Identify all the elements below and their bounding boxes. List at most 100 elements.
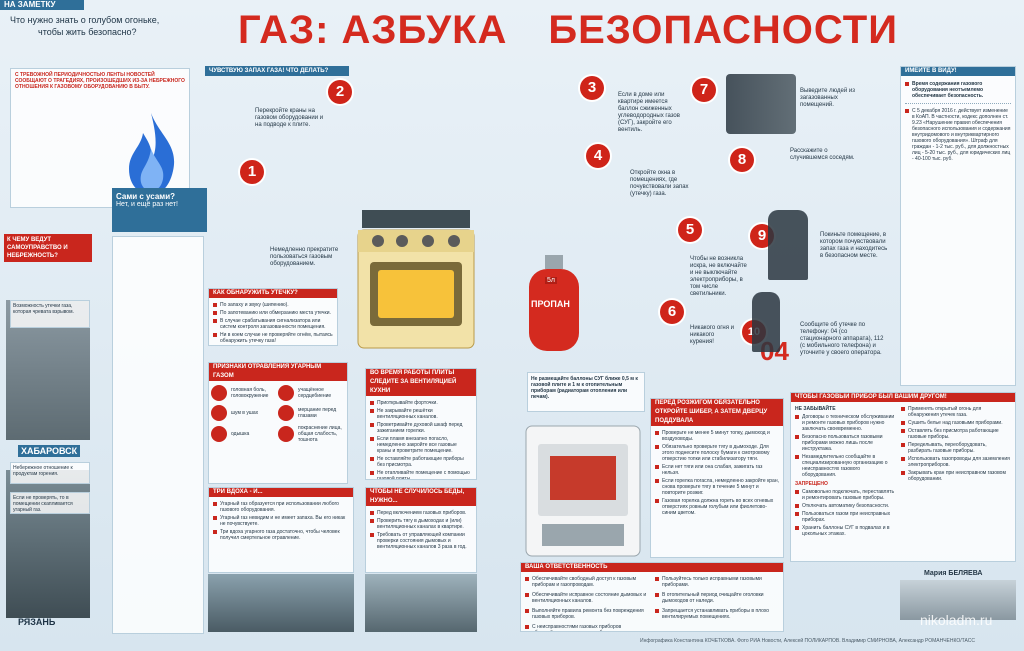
- chat-line1: Сами с усами?: [116, 192, 176, 201]
- lungs-icon: [211, 426, 227, 442]
- boiler-illustration: [520, 420, 646, 560]
- left-note-1: Возможность утечки газа, которая чревата…: [10, 300, 90, 328]
- left-intro-text: С ТРЕВОЖНОЙ ПЕРИОДИЧНОСТЬЮ ЛЕНТЫ НОВОСТЕ…: [15, 72, 185, 90]
- left-note-3: Если не проверять, то в помещении скапли…: [10, 492, 90, 514]
- rule-item-4: Переделывать, переоборудовать, разбирать…: [901, 442, 1011, 454]
- left-note-2: Небережное отношение к продуктам горения…: [10, 462, 90, 484]
- author-name: Мария БЕЛЯЕВА: [924, 570, 983, 577]
- kitchen-item-3: Проветривайте духовой шкаф перед зажиган…: [370, 422, 472, 434]
- forget-header: НЕ ЗАБЫВАЙТЕ: [795, 406, 836, 412]
- symptom-2: учащённое сердцебиение: [278, 385, 345, 401]
- forbid-item-3: Пользоваться газом при неисправных прибо…: [795, 511, 895, 523]
- chat-banner: Сами с усами? Нет, и ещё раз нет!: [112, 188, 207, 232]
- resp-item-7: С неисправностями газовых приборов обращ…: [525, 624, 649, 631]
- three-breaths-panel: ТРИ ВДОХА - И... Угарный газ образуется …: [208, 487, 354, 573]
- leak-item-3: В случае срабатывания сигнализатора или …: [213, 318, 333, 330]
- heart-icon: [278, 385, 294, 401]
- left-text-column: [112, 236, 204, 634]
- propane-cylinder: 5л ПРОПАН: [525, 255, 583, 353]
- step-text-7: Выведите людей из загазованных помещений…: [800, 88, 856, 108]
- rule-item-2: Сушить белье над газовыми приборами.: [901, 420, 1011, 426]
- face-icon: [278, 426, 294, 442]
- worker-photo: [365, 574, 477, 632]
- rule-item-5: Использовать газопроводы для заземления …: [901, 456, 1011, 468]
- friends-panel: ЧТОБЫ ГАЗОВЫЙ ПРИБОР БЫЛ ВАШИМ ДРУГОМ! Н…: [790, 392, 1016, 562]
- left-note-2-text: Небережное отношение к продуктам горения…: [13, 465, 73, 477]
- symptom-1: головная боль, головокружение: [211, 385, 278, 401]
- question-line1: Что нужно знать о голубом огоньке,: [10, 15, 160, 25]
- know-header: ИМЕЙТЕ В ВИДУ!: [901, 67, 1015, 76]
- three-item-1: Угарный газ образуется при использовании…: [213, 501, 349, 513]
- forbid-item-1: Самовольно подключать, переставлять и ре…: [795, 489, 895, 501]
- kitchen-item-6: Не отапливайте помещение с помощью газов…: [370, 470, 472, 479]
- step-number-8: 8: [730, 148, 754, 172]
- kitchen-item-2: Не закрывайте решётки вентиляционных кан…: [370, 408, 472, 420]
- step-text-5: Чтобы не возникла искра, не включайте и …: [690, 256, 747, 297]
- balloon-note: Не размещайте баллоны СУГ ближе 0,5 м к …: [527, 372, 645, 412]
- leak-item-1: По запаху и звуку (шипению).: [213, 302, 333, 308]
- three-item-3: Три вдоха угарного газа достаточно, чтоб…: [213, 529, 349, 541]
- symptom-5: одышка: [211, 425, 278, 443]
- symptom-3: шум в ушах: [211, 405, 278, 421]
- page-title: ГАЗ: АЗБУКА БЕЗОПАСНОСТИ: [238, 4, 898, 56]
- flame-icon: [119, 109, 183, 199]
- rescue-photo: [208, 574, 354, 632]
- step-number-5: 5: [678, 218, 702, 242]
- step-number-2: 2: [328, 80, 352, 104]
- title-right: БЕЗОПАСНОСТИ: [548, 8, 898, 52]
- tag-na-zametku: НА ЗАМЕТКУ: [0, 0, 84, 10]
- step-number-3: 3: [580, 76, 604, 100]
- resp-item-5: В отопительный период очищайте оголовки …: [655, 592, 779, 604]
- resp-item-4: Пользуйтесь только исправными газовыми п…: [655, 576, 779, 588]
- question-line2: чтобы жить безопасно?: [38, 27, 137, 37]
- footer-credits: Инфографика Константина КОЧЕТКОВА. Фото …: [640, 638, 975, 644]
- know-item-1: Время содержания газового оборудования н…: [905, 81, 1011, 99]
- smell-banner-text: ЧУВСТВУЮ ЗАПАХ ГАЗА! ЧТО ДЕЛАТЬ?: [209, 68, 329, 74]
- trouble-panel: ЧТОБЫ НЕ СЛУЧИЛОСЬ БЕДЫ, НУЖНО... Перед …: [365, 487, 477, 573]
- people-silhouettes: [726, 74, 796, 134]
- step-number-4: 4: [586, 144, 610, 168]
- left-who-header: К ЧЕМУ ВЕДУТ САМОУПРАВСТВО И НЕБРЕЖНОСТЬ…: [4, 234, 92, 262]
- eye-icon: [278, 405, 294, 421]
- left-note-1-text: Возможность утечки газа, которая чревата…: [13, 303, 74, 315]
- headache-icon: [211, 385, 227, 401]
- trouble-item-1: Перед включением газовых приборов.: [370, 510, 472, 516]
- boiler-item-2: Обязательно проверьте тягу в дымоходе. Д…: [655, 444, 779, 462]
- city-label-1-text: ХАБАРОВСК: [21, 446, 78, 456]
- watermark: nikoladm.ru: [920, 612, 993, 628]
- city-label-2-text: РЯЗАНЬ: [18, 617, 56, 627]
- rule-item-3: Оставлять без присмотра работающие газов…: [901, 428, 1011, 440]
- tag-text: НА ЗАМЕТКУ: [4, 0, 56, 9]
- person-silhouette-2: [752, 292, 780, 352]
- city-label-1: ХАБАРОВСК: [18, 445, 81, 457]
- trouble-header: ЧТОБЫ НЕ СЛУЧИЛОСЬ БЕДЫ, НУЖНО...: [366, 488, 476, 506]
- forbid-item-4: Хранить баллоны СУГ в подвалах и в цокол…: [795, 525, 895, 537]
- step-text-4: Откройте окна в помещениях, где почувств…: [630, 170, 689, 197]
- rule-item-1: Применять открытый огонь для обнаружения…: [901, 406, 1011, 418]
- responsibility-header: ВАША ОТВЕТСТВЕННОСТЬ: [521, 563, 783, 572]
- leak-item-4: Ни в коем случае не проверяйте огнём, пы…: [213, 332, 333, 344]
- ear-icon: [211, 405, 227, 421]
- step-text-2: Перекройте краны на газовом оборудовании…: [255, 108, 324, 128]
- forget-item-2: Безопасно пользоваться газовыми приборам…: [795, 434, 895, 452]
- trouble-item-2: Проверить тягу в дымоходах и (или) венти…: [370, 518, 472, 530]
- smell-banner: ЧУВСТВУЮ ЗАПАХ ГАЗА! ЧТО ДЕЛАТЬ?: [205, 66, 349, 76]
- forbid-item-2: Отключать автоматику безопасности.: [795, 503, 895, 509]
- kitchen-item-1: Приоткрывайте форточки.: [370, 400, 472, 406]
- question: Что нужно знать о голубом огоньке, чтобы…: [10, 14, 190, 38]
- forget-item-3: Незамедлительно сообщайте в специализиро…: [795, 454, 895, 478]
- step-text-10: Сообщите об утечке по телефону: 04 (со с…: [800, 322, 884, 356]
- kitchen-panel: ВО ВРЕМЯ РАБОТЫ ПЛИТЫ СЛЕДИТЕ ЗА ВЕНТИЛЯ…: [365, 368, 477, 480]
- step-number-1: 1: [240, 160, 264, 184]
- rule-item-6: Закрывать кран при неисправном газовом о…: [901, 470, 1011, 482]
- kitchen-item-5: Не оставляйте работающие приборы без при…: [370, 456, 472, 468]
- propane-size: 5л: [545, 277, 557, 284]
- boiler-panel: ПЕРЕД РОЗЖИГОМ ОБЯЗАТЕЛЬНО ОТКРОЙТЕ ШИБЕ…: [650, 398, 784, 558]
- resp-item-3: Выполняйте правила ремонта без поврежден…: [525, 608, 649, 620]
- symptom-4: мерцание перед глазами: [278, 405, 345, 421]
- step-text-1: Немедленно прекратите пользоваться газов…: [270, 247, 339, 267]
- who-header-text: К ЧЕМУ ВЕДУТ САМОУПРАВСТВО И НЕБРЕЖНОСТЬ…: [7, 237, 68, 259]
- step-text-3: Если в доме или квартире имеется баллон …: [618, 92, 680, 133]
- leak-panel: КАК ОБНАРУЖИТЬ УТЕЧКУ? По запаху и звуку…: [208, 288, 338, 346]
